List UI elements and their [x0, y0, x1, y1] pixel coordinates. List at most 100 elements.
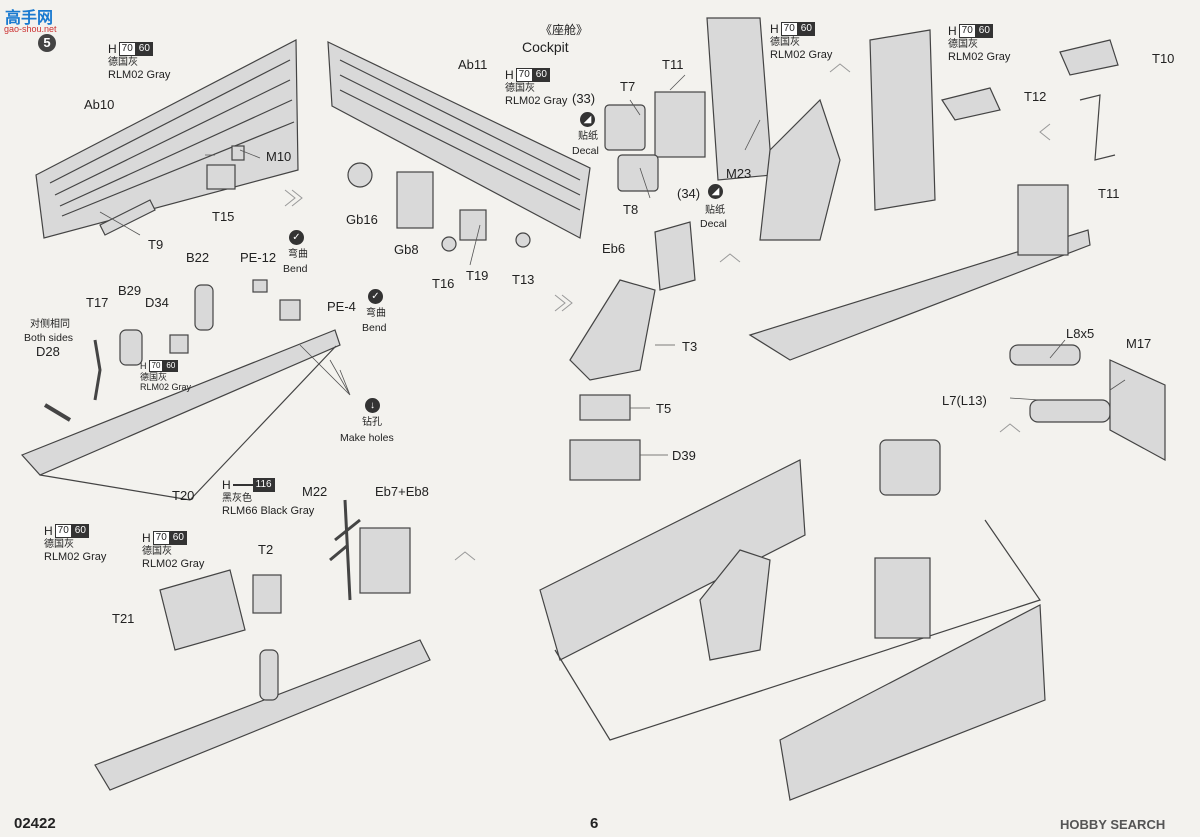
- label-t11: T11: [662, 57, 684, 72]
- cockpit-floor-lower: [94, 639, 431, 791]
- fuselage-assembly: [539, 459, 806, 661]
- part-t15: [206, 164, 236, 190]
- part-eb6: [654, 221, 696, 291]
- label-t7: T7: [620, 79, 636, 94]
- label-d34: D34: [145, 295, 169, 310]
- part-t7: [604, 104, 646, 151]
- page-number: 6: [590, 815, 599, 832]
- part-t11-panel: [654, 91, 706, 158]
- part-t17: [93, 339, 102, 401]
- part-b29: [119, 329, 143, 366]
- part-d34: [169, 334, 189, 354]
- label-b29: B29: [118, 283, 142, 298]
- part-b22: [194, 284, 214, 331]
- step-number: 5: [38, 34, 56, 52]
- holes-en: Make holes: [340, 432, 394, 444]
- label-eb6: Eb6: [602, 241, 626, 256]
- part-gb8: [396, 171, 434, 229]
- both-sides-en: Both sides: [24, 332, 74, 344]
- bend-icon: ✓: [289, 230, 304, 245]
- bend2-en: Bend: [362, 322, 387, 334]
- label-t5: T5: [656, 401, 672, 416]
- label-t21: T21: [112, 611, 135, 626]
- label-t16: T16: [432, 276, 455, 291]
- part-bottle: [259, 649, 279, 701]
- kit-code: 02422: [14, 815, 56, 832]
- part-d39: [569, 439, 641, 481]
- part-t19: [459, 209, 487, 241]
- label-d39: D39: [672, 448, 696, 463]
- label-m10: M10: [266, 149, 292, 164]
- decal-34-cn: 贴纸: [705, 205, 725, 216]
- part-t2: [252, 574, 282, 614]
- part-m17: [1109, 359, 1166, 462]
- watermark-title: 高手网: [5, 10, 54, 27]
- label-m17: M17: [1126, 336, 1152, 351]
- part-pe12: [252, 279, 268, 293]
- part-gb16: [347, 162, 373, 188]
- label-eb7: Eb7+Eb8: [375, 484, 429, 499]
- box-assembled: [874, 557, 931, 639]
- fuselage-side: [779, 604, 1046, 801]
- label-t19: T19: [466, 268, 489, 283]
- label-t10: T10: [1152, 51, 1175, 66]
- label-t9: T9: [148, 237, 164, 252]
- decal-34-number: (34): [677, 186, 701, 201]
- label-m22: M22: [302, 484, 328, 499]
- part-pe4: [279, 299, 301, 321]
- both-sides-cn: 对侧相同: [30, 319, 70, 330]
- bend1-cn: 弯曲: [288, 249, 308, 260]
- label-t17: T17: [86, 295, 109, 310]
- seat-assembled: [699, 549, 771, 661]
- brand-watermark: HOBBY SEARCH: [1060, 817, 1166, 832]
- label-l8: L8x5: [1066, 326, 1095, 341]
- bend1-en: Bend: [283, 263, 308, 275]
- part-t13: [515, 232, 531, 248]
- part-t10: [1059, 39, 1119, 76]
- decal-icon: ◢: [708, 184, 723, 199]
- label-l7: L7(L13): [942, 393, 987, 408]
- label-t8: T8: [623, 202, 639, 217]
- part-l8b: [1029, 399, 1111, 423]
- decal-33-number: (33): [572, 91, 596, 106]
- watermark-logo: 高手网 gao-shou.net: [0, 0, 70, 40]
- label-t15: T15: [212, 209, 235, 224]
- label-b22: B22: [186, 250, 210, 265]
- label-pe12: PE-12: [240, 250, 277, 265]
- label-ab11: Ab11: [458, 57, 488, 72]
- decal-34-en: Decal: [700, 218, 727, 230]
- label-gb16: Gb16: [346, 212, 378, 227]
- label-t12: T12: [1024, 89, 1047, 104]
- label-t2: T2: [258, 542, 274, 557]
- cockpit-title-cn: 《座舱》: [540, 23, 589, 37]
- part-t16: [441, 236, 457, 252]
- watermark-sub: gao-shou.net: [4, 24, 57, 34]
- part-m23: [706, 17, 773, 181]
- part-eb7: [359, 527, 411, 594]
- cockpit-floor-left: [20, 329, 341, 476]
- part-t3-seat: [569, 279, 656, 381]
- part-t9: [99, 199, 156, 236]
- part-t5: [579, 394, 631, 421]
- bend2-cn: 弯曲: [366, 308, 386, 319]
- box-upper: [1017, 184, 1069, 256]
- label-t3: T3: [682, 339, 698, 354]
- label-t13: T13: [512, 272, 535, 287]
- bend-icon: ✓: [368, 289, 383, 304]
- decal-icon: ◢: [580, 112, 595, 127]
- decal-33-en: Decal: [572, 145, 599, 157]
- part-t11-strut: [1079, 94, 1116, 161]
- label-d28: D28: [36, 344, 60, 359]
- cockpit-title-en: Cockpit: [522, 39, 569, 55]
- cockpit-floor-right: [748, 229, 1091, 361]
- part-m10: [231, 145, 245, 161]
- part-l8: [1009, 344, 1081, 366]
